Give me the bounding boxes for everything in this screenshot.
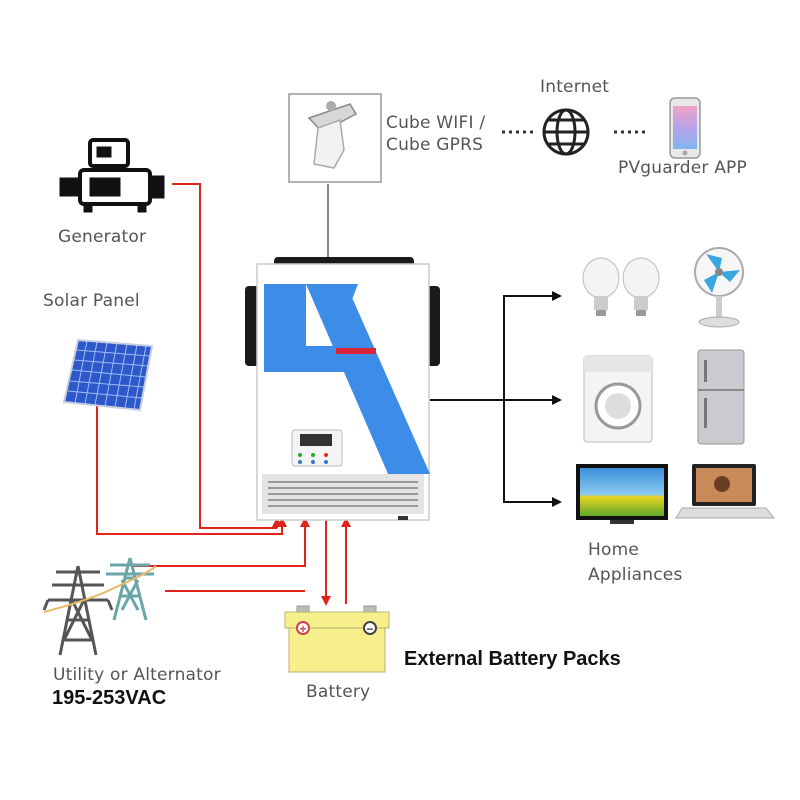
battery-label: Battery — [306, 682, 371, 702]
laptop-icon — [675, 464, 776, 519]
battery-positive-terminal — [296, 621, 310, 635]
utility-label: Utility or Alternator — [53, 665, 221, 685]
battery-plus-sign: + — [299, 622, 306, 636]
television-icon — [576, 464, 668, 524]
light-bulb-icon — [582, 257, 660, 316]
smartphone-icon — [669, 97, 701, 159]
brand-logo-shape — [264, 284, 430, 474]
generator-connection-line — [172, 183, 277, 529]
cube-label-line2: Cube GPRS — [386, 135, 484, 155]
external-battery-packs-label: External Battery Packs — [404, 648, 621, 670]
utility-connection-line-1 — [132, 517, 310, 567]
utility-voltage-label: 195-253VAC — [52, 687, 167, 709]
solar-panel-icon — [62, 338, 154, 412]
fan-icon — [694, 247, 744, 328]
generator-label: Generator — [58, 227, 147, 247]
wifi-dongle-icon — [288, 93, 382, 183]
battery-negative-terminal — [363, 621, 377, 635]
solar-panel-label: Solar Panel — [43, 291, 140, 311]
power-tower-icon-2 — [106, 557, 154, 621]
globe-icon — [542, 108, 590, 156]
internet-label: Internet — [540, 77, 610, 97]
generator-icon — [59, 138, 165, 213]
solar-connection-line — [96, 405, 287, 535]
battery-minus-sign: − — [366, 622, 373, 636]
cube-label-line1: Cube WIFI / — [386, 113, 486, 133]
refrigerator-icon — [697, 349, 745, 445]
home-appliances-label-line2: Appliances — [588, 565, 683, 585]
pvguarder-label: PVguarder APP — [618, 158, 747, 178]
power-tower-icon — [42, 565, 114, 656]
tower-wire — [43, 565, 157, 613]
battery-icon: + − — [284, 605, 390, 673]
home-appliances-label-line1: Home — [588, 540, 640, 560]
washing-machine-icon — [583, 355, 653, 443]
